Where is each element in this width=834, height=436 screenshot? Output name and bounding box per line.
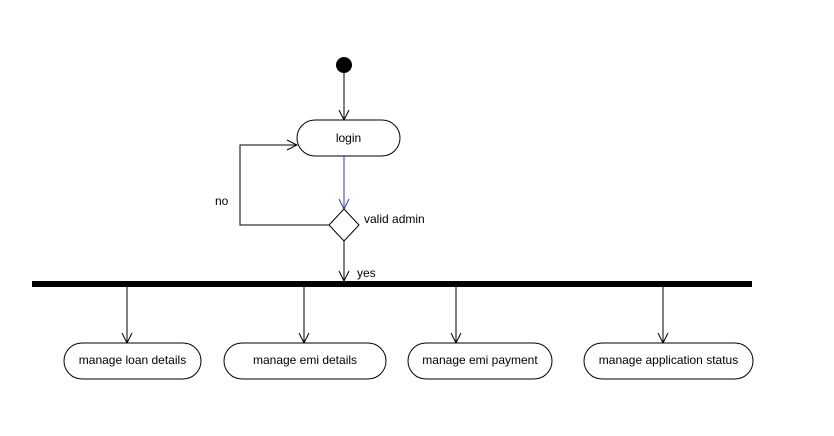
flow-no-loop <box>239 145 329 226</box>
initial-node <box>336 57 352 73</box>
manage-application-status-action: manage application status <box>583 342 754 380</box>
manage-loan-details-label: manage loan details <box>79 353 186 367</box>
manage-emi-details-action: manage emi details <box>223 342 387 380</box>
manage-emi-payment-action: manage emi payment <box>407 342 553 380</box>
manage-loan-details-action: manage loan details <box>63 342 202 380</box>
decision-node <box>328 208 360 242</box>
login-action: login <box>296 119 401 157</box>
no-guard-label: no <box>215 194 229 208</box>
manage-emi-payment-label: manage emi payment <box>422 353 538 367</box>
login-label: login <box>336 131 361 145</box>
manage-emi-details-label: manage emi details <box>253 353 357 367</box>
fork-bar <box>32 281 752 287</box>
manage-application-status-label: manage application status <box>599 353 738 367</box>
yes-guard-label: yes <box>357 266 376 280</box>
decision-label: valid admin <box>364 212 425 226</box>
